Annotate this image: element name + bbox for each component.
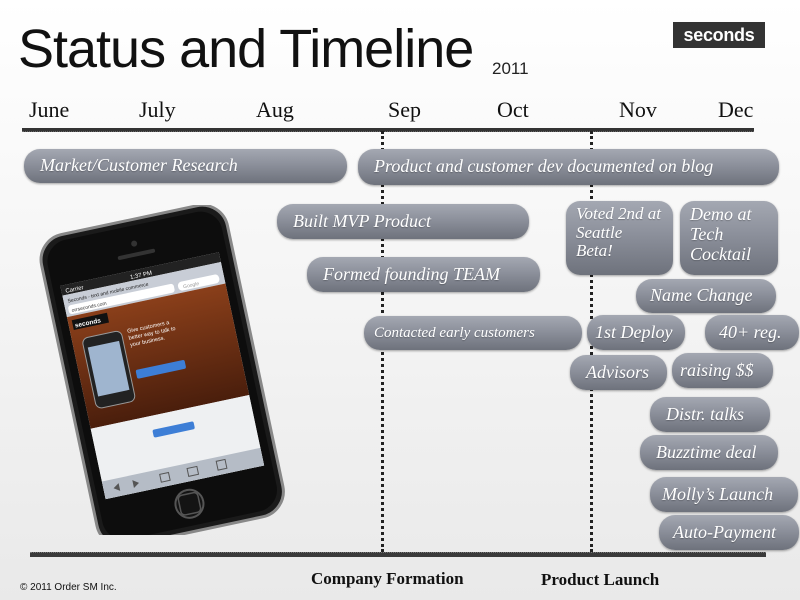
item-built-mvp: Built MVP Product	[277, 204, 529, 239]
month-sep: Sep	[388, 97, 421, 122]
item-voted-2nd: Voted 2nd at Seattle Beta!	[566, 201, 673, 275]
page-title: Status and Timeline	[18, 19, 474, 79]
item-first-deploy: 1st Deploy	[587, 315, 685, 350]
seconds-logo: seconds	[673, 22, 765, 48]
item-advisors: Advisors	[570, 355, 667, 390]
item-buzztime-deal: Buzztime deal	[640, 435, 778, 470]
svg-text:Google: Google	[183, 281, 200, 290]
milestone-company-formation: Company Formation	[311, 569, 464, 588]
phone-illustration: Carrier 1:37 PM Seconds - text and mobil…	[39, 205, 285, 535]
item-founding-team: Formed founding TEAM	[307, 257, 540, 292]
timeline-top-rule	[22, 128, 754, 132]
month-nov: Nov	[619, 97, 657, 122]
item-early-customers: Contacted early customers	[364, 316, 582, 350]
milestone-product-launch: Product Launch	[541, 570, 660, 589]
item-distr-talks: Distr. talks	[650, 397, 770, 432]
forward-arrow-icon	[132, 480, 140, 488]
timeline-bottom-rule	[30, 552, 766, 557]
back-arrow-icon	[113, 483, 121, 491]
item-raising: raising $$	[672, 353, 773, 388]
month-july: July	[139, 97, 176, 122]
month-oct: Oct	[497, 97, 529, 122]
month-dec: Dec	[718, 97, 754, 122]
item-market-research: Market/Customer Research	[24, 149, 347, 183]
year-label: 2011	[492, 59, 529, 78]
camera-icon	[131, 240, 138, 247]
month-aug: Aug	[256, 97, 294, 122]
item-auto-payment: Auto-Payment	[659, 515, 799, 550]
item-mollys-launch: Molly’s Launch	[650, 477, 798, 512]
svg-text:1:37 PM: 1:37 PM	[130, 271, 153, 282]
bookmarks-icon	[186, 465, 200, 477]
copyright-notice: © 2011 Order SM Inc.	[20, 582, 117, 593]
item-name-change: Name Change	[636, 279, 776, 313]
month-june: June	[29, 97, 70, 122]
share-icon	[159, 471, 171, 483]
svg-text:Carrier: Carrier	[65, 285, 84, 295]
item-demo-tech-cocktail: Demo at Tech Cocktail	[680, 201, 778, 275]
speaker-grille-icon	[117, 248, 156, 260]
item-product-blog: Product and customer dev documented on b…	[358, 149, 779, 185]
home-button-icon	[174, 488, 205, 519]
tabs-icon	[215, 458, 228, 471]
item-registrations: 40+ reg.	[705, 315, 799, 350]
